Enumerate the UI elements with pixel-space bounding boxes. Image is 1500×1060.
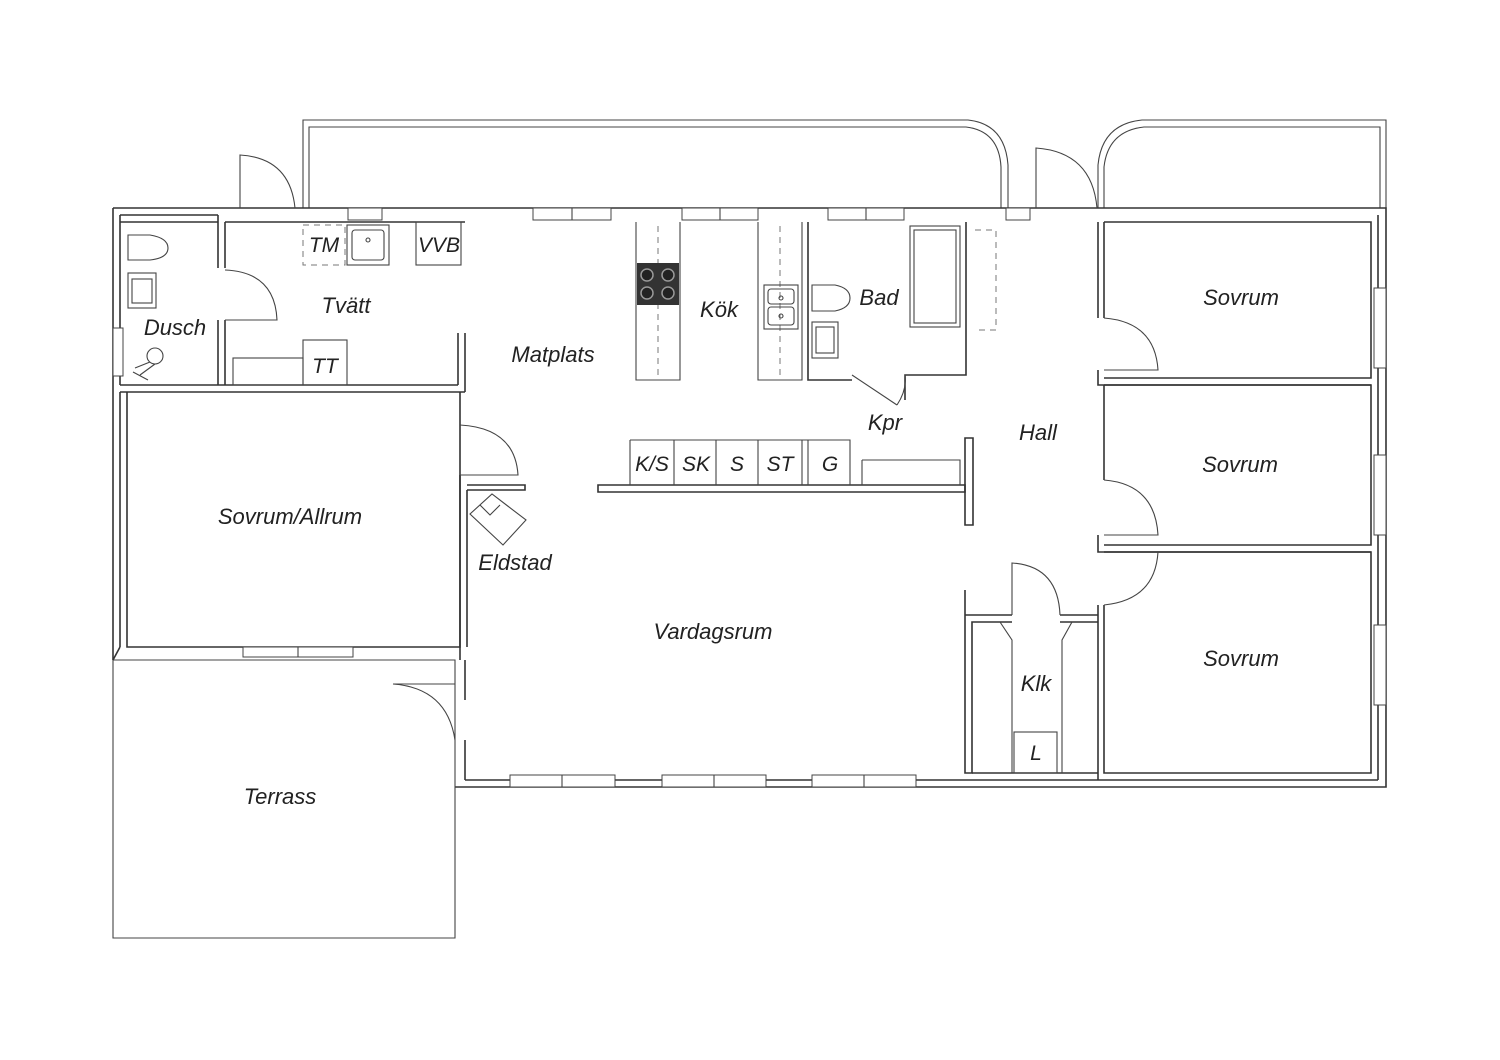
entry-door-hall — [1035, 147, 1098, 209]
door-sovrum-allrum — [459, 424, 519, 476]
label-sk: SK — [682, 453, 711, 476]
door-dusch — [224, 269, 278, 321]
room-labels: Dusch Tvätt Matplats Kök Bad Kpr Hall So… — [144, 285, 1279, 809]
stove-icon — [637, 263, 679, 305]
toilet-icon-bad — [811, 284, 851, 312]
label-tvatt: Tvätt — [322, 293, 372, 318]
shower-icon — [146, 347, 164, 365]
door-terrace — [392, 683, 456, 741]
label-st: ST — [767, 453, 796, 476]
windows — [112, 207, 1387, 788]
label-sovrum-1: Sovrum — [1203, 285, 1279, 310]
entry-door-laundry — [239, 154, 296, 209]
fixture-labels: TM VVB TT K/S SK S ST G L — [309, 234, 1042, 765]
exterior-walls — [112, 207, 1387, 788]
label-tm: TM — [309, 234, 340, 257]
bathtub-icon — [909, 225, 961, 328]
label-eldstad: Eldstad — [478, 550, 552, 575]
label-klk: Klk — [1021, 671, 1053, 696]
terrace-outline — [112, 659, 456, 939]
kitchen-sink-icon — [763, 284, 799, 330]
label-vvb: VVB — [418, 234, 460, 257]
interior-walls — [112, 214, 1372, 780]
fireplace-icon — [469, 493, 527, 546]
label-dusch: Dusch — [144, 315, 206, 340]
door-sovrum-3 — [1103, 551, 1159, 606]
door-sovrum-2 — [1103, 479, 1159, 536]
laundry-sink-icon — [346, 224, 390, 266]
label-sovrum-allrum: Sovrum/Allrum — [218, 504, 362, 529]
label-l: L — [1030, 742, 1042, 765]
label-sovrum-2: Sovrum — [1202, 452, 1278, 477]
label-terrass: Terrass — [244, 784, 317, 809]
label-matplats: Matplats — [511, 342, 594, 367]
washer-slot — [302, 224, 346, 266]
label-sovrum-3: Sovrum — [1203, 646, 1279, 671]
sink-icon-bad — [811, 321, 839, 359]
doors — [224, 147, 1159, 741]
label-bad: Bad — [859, 285, 899, 310]
label-hall: Hall — [1019, 420, 1058, 445]
label-kpr: Kpr — [868, 410, 904, 435]
label-g: G — [822, 453, 838, 476]
toilet-icon-dusch — [127, 234, 169, 261]
label-tt: TT — [312, 355, 340, 378]
label-kok: Kök — [700, 297, 739, 322]
label-s: S — [730, 453, 744, 476]
door-sovrum-1 — [1103, 317, 1159, 371]
door-klk — [1011, 562, 1061, 616]
label-vardagsrum: Vardagsrum — [653, 619, 772, 644]
fixtures — [127, 221, 1058, 774]
balcony-outline — [302, 119, 1387, 208]
label-ks: K/S — [635, 453, 669, 476]
sink-icon-dusch — [127, 272, 157, 309]
